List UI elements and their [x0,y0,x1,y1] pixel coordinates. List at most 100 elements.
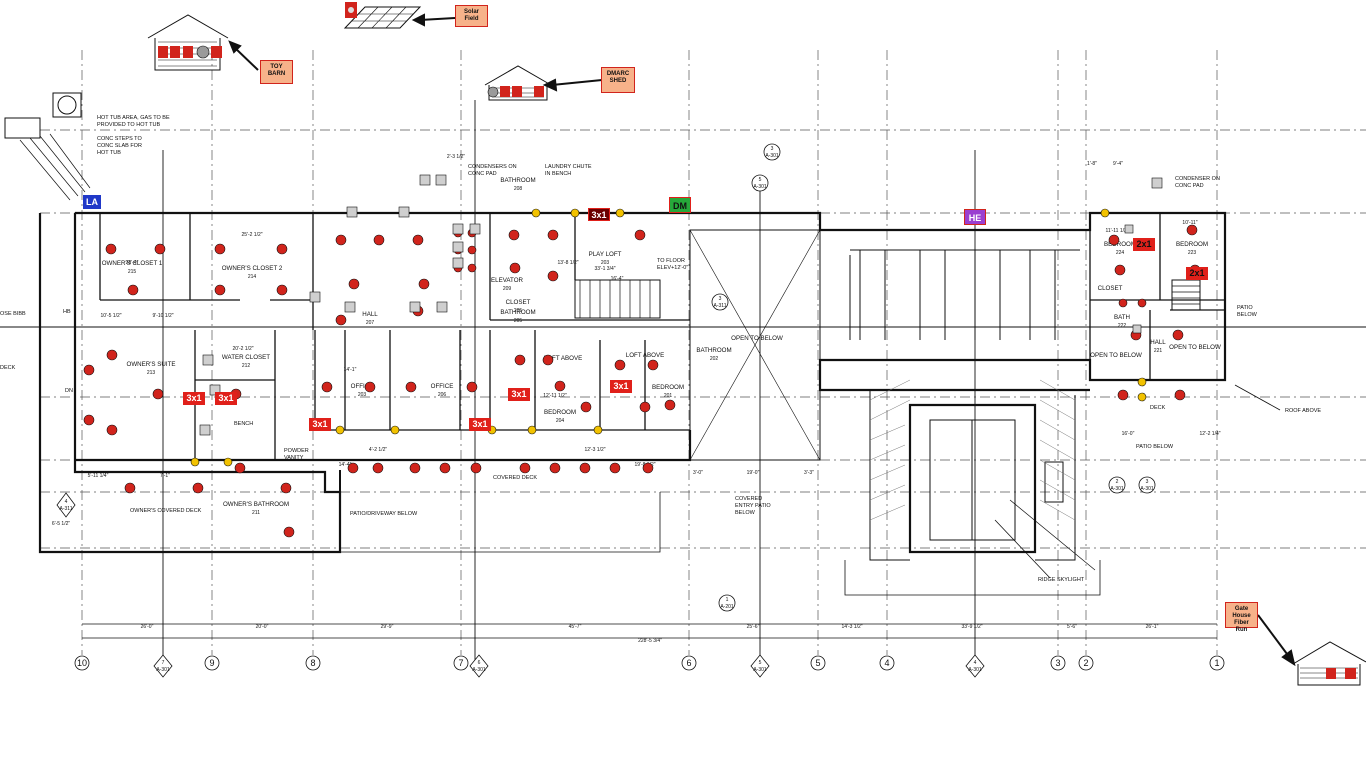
svg-text:WATER CLOSET: WATER CLOSET [222,354,270,361]
svg-text:OFFICE: OFFICE [351,383,374,390]
svg-text:5: 5 [759,177,762,183]
svg-text:201: 201 [664,393,673,399]
svg-text:4: 4 [65,499,68,505]
section-marker: 7A-301 [153,654,173,678]
grid-bubble-labels: 10 9 8 7 6 5 4 3 2 1 [77,658,1220,668]
svg-text:209: 209 [503,286,512,292]
dimension: 3'-3" [804,470,814,476]
svg-text:207: 207 [366,320,375,326]
note-condenser-right: CONC PAD [1175,183,1204,189]
svg-text:OWNER'S CLOSET 2: OWNER'S CLOSET 2 [222,265,283,272]
note-powder-vanity: VANITY [284,455,304,461]
dimension: 26'-0" [141,624,154,630]
note-laundry-chute: IN BENCH [545,171,571,177]
dimension-labels: 26'-0" 20'-0" 29'-9" 45'-7" 25'-6" 14'-3… [52,154,1221,644]
dimension: 5'-11 1/4" [88,473,109,479]
note-deck-right: DECK [1150,405,1166,411]
svg-text:BEDROOM: BEDROOM [1104,241,1136,248]
device-icon [158,46,168,58]
dmarc-shed-callout: DMARC SHED [601,67,635,93]
svg-text:HALL: HALL [362,311,378,318]
dimension: 3'-0" [693,470,703,476]
access-point-icon [211,46,222,58]
grid-label: 1 [1214,658,1219,668]
svg-text:223: 223 [1188,250,1197,256]
room-label: OPEN TO BELOW [1169,344,1221,351]
access-point-icon [534,86,544,97]
section-marker: 4A-311 [56,492,76,518]
toy-barn-house-icon [147,14,229,71]
svg-text:A-301: A-301 [1140,486,1154,492]
svg-text:204: 204 [556,418,565,424]
room-label: OPEN TO BELOW [731,335,783,342]
svg-text:OPEN TO BELOW: OPEN TO BELOW [731,335,783,342]
switch-3x1-tag: 3x1 [469,418,491,431]
note-to-floor: TO FLOOR [657,258,685,264]
svg-text:BATHROOM: BATHROOM [500,177,535,184]
switch-2x1-tag: 2x1 [1133,238,1155,251]
svg-text:BEDROOM: BEDROOM [1176,241,1208,248]
svg-text:CLOSET: CLOSET [1098,285,1123,292]
note-hot-tub: PROVIDED TO HOT TUB [97,122,160,128]
dimension: 10'-5 1/2" [100,313,121,319]
note-patio-below-right: PATIO [1237,305,1253,311]
svg-text:205: 205 [514,308,523,314]
svg-text:213: 213 [147,370,156,376]
dimension: 28'-4" [126,260,139,266]
note-hot-tub: HOT TUB AREA, GAS TO BE [97,115,170,121]
note-conc-steps: HOT TUB [97,150,121,156]
note-owners-covered-deck: OWNER'S COVERED DECK [130,508,202,514]
dimension: 11'-11 1/2" [1105,228,1128,234]
room-label: OPEN TO BELOW [1090,352,1142,359]
svg-text:A-301: A-301 [753,184,767,190]
grid-label: 8 [310,658,315,668]
grid-label: 3 [1055,658,1060,668]
note-condensers: CONDENSERS ON [468,164,517,170]
overall-dimension: 228'-5 3/4" [638,638,662,644]
svg-text:1: 1 [726,597,729,603]
svg-text:HALL: HALL [1150,339,1166,346]
note-hb: HB [63,309,71,315]
switch-3x1-tag: 3x1 [508,388,530,401]
dimension: 9'-4" [1113,161,1123,167]
note-conc-steps: CONC STEPS TO [97,136,142,142]
note-to-floor: ELEV+12'-0" [657,265,688,271]
note-covered-entry: ENTRY PATIO [735,503,771,509]
svg-text:2: 2 [1116,479,1119,485]
room-label: LOFT ABOVE [544,355,582,362]
dimension: 26'-1" [1146,624,1159,630]
switch-2x1-tag: 2x1 [1186,267,1208,280]
dimension: 2'-3 1/2" [447,154,466,160]
room-label: BEDROOM 223 [1176,241,1208,256]
switch-3x1-tag: 3x1 [588,208,610,221]
grid-bubbles [74,655,1225,671]
note-patio-driveway: PATIO/DRIVEWAY BELOW [350,511,418,517]
svg-text:A-201: A-201 [720,604,734,610]
la-tag: LA [83,195,101,209]
svg-text:A-301: A-301 [156,667,170,673]
dimension: 10'-11" [1182,220,1197,226]
section-marker: 5A-301 [751,174,769,192]
dimension: 16'-0" [1122,431,1135,437]
note-ridge-skylight: RIDGE SKYLIGHT [1038,577,1085,583]
svg-text:212: 212 [242,363,251,369]
grid-label: 6 [686,658,691,668]
dimension: 12'-2 1/4" [1199,431,1220,437]
dimension: 33'-1 3/4" [594,266,615,272]
grid-label: 7 [458,658,463,668]
gate-house-callout: Gate House Fiber Run [1225,602,1258,633]
room-label: BEDROOM 204 [544,409,576,424]
svg-text:BEDROOM: BEDROOM [544,409,576,416]
wifi-icon [183,46,193,58]
